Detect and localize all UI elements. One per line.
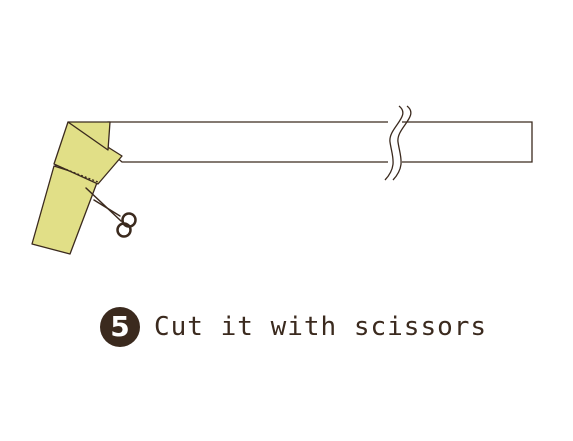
break-mark-icon xyxy=(384,105,412,181)
step-instruction: 5 Cut it with scissors xyxy=(100,306,487,348)
step-caption: Cut it with scissors xyxy=(154,312,488,342)
step-number-badge: 5 xyxy=(100,307,140,347)
tape-top-flap xyxy=(67,121,111,151)
scissors-icon xyxy=(85,187,137,238)
paper-strip xyxy=(107,121,533,163)
strip-right-segment xyxy=(107,121,391,163)
folded-tape xyxy=(31,121,123,255)
strip-far-right-segment xyxy=(397,121,533,163)
